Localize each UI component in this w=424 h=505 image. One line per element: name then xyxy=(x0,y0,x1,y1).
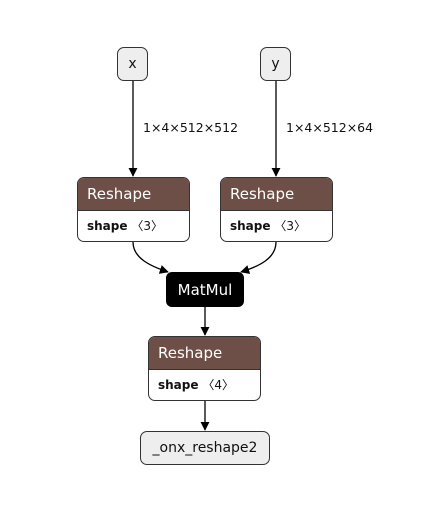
reshape-node-left-attr: shape 〈3〉 xyxy=(78,210,189,241)
edge-reshape-right-to-matmul xyxy=(240,241,277,274)
reshape-node-right-title: Reshape xyxy=(221,178,332,210)
reshape-node-output[interactable]: Reshape shape 〈4〉 xyxy=(148,336,261,401)
attr-name: shape xyxy=(158,378,199,392)
attr-value: 〈3〉 xyxy=(131,219,163,233)
reshape-node-left-title: Reshape xyxy=(78,178,189,210)
reshape-node-output-attr: shape 〈4〉 xyxy=(149,369,260,400)
reshape-node-output-title: Reshape xyxy=(149,337,260,369)
input-node-y-label: y xyxy=(271,56,280,72)
reshape-node-left[interactable]: Reshape shape 〈3〉 xyxy=(77,177,190,242)
input-node-x[interactable]: x xyxy=(117,47,148,81)
reshape-node-right-attr: shape 〈3〉 xyxy=(221,210,332,241)
attr-name: shape xyxy=(87,219,128,233)
edge-reshape-left-to-matmul xyxy=(132,241,169,274)
output-node-label: _onx_reshape2 xyxy=(152,440,258,456)
attr-value: 〈3〉 xyxy=(274,219,306,233)
matmul-node-label: MatMul xyxy=(177,280,233,299)
attr-value: 〈4〉 xyxy=(202,378,234,392)
reshape-node-right[interactable]: Reshape shape 〈3〉 xyxy=(220,177,333,242)
edge-label-x-shape: 1×4×512×512 xyxy=(143,120,239,135)
input-node-y[interactable]: y xyxy=(260,47,291,81)
attr-name: shape xyxy=(230,219,271,233)
matmul-node[interactable]: MatMul xyxy=(166,272,244,307)
edge-label-y-shape: 1×4×512×64 xyxy=(286,120,374,135)
output-node[interactable]: _onx_reshape2 xyxy=(140,431,270,465)
input-node-x-label: x xyxy=(128,56,137,72)
